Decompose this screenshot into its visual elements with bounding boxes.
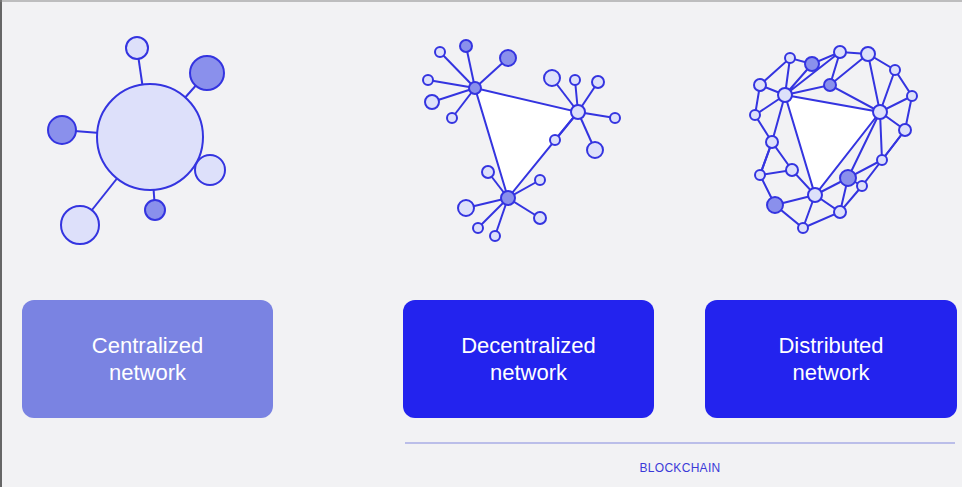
group-rule [405, 442, 955, 444]
box-label: Decentralized network [461, 332, 596, 386]
network-type-box: Centralized network [22, 300, 273, 418]
frame-line [0, 1, 962, 2]
group-label: BLOCKCHAIN [639, 461, 720, 475]
network-type-box: Decentralized network [403, 300, 654, 418]
centralized-graph [48, 37, 225, 244]
distributed-graph [750, 46, 917, 233]
box-label: Distributed network [778, 332, 883, 386]
frame-line [0, 0, 2, 487]
box-label: Centralized network [92, 332, 203, 386]
decentralized-graph [423, 40, 620, 241]
network-type-box: Distributed network [705, 300, 957, 418]
